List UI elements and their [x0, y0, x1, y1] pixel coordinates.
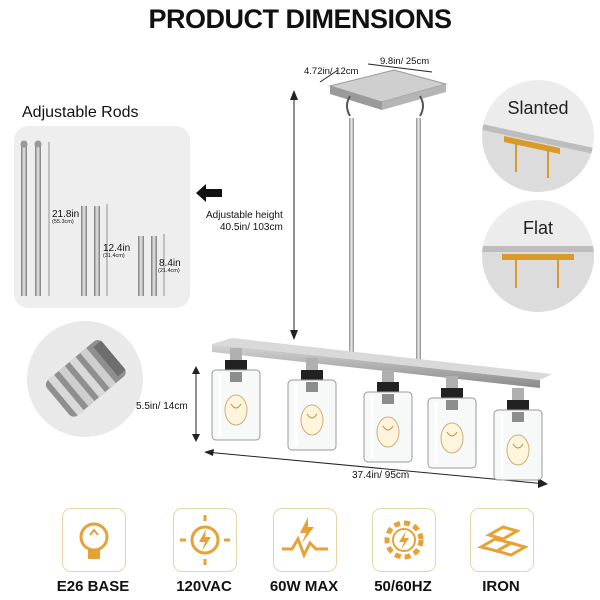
flat-ceiling-icon	[482, 246, 594, 312]
page-title: PRODUCT DIMENSIONS	[148, 4, 452, 34]
sun-bolt-icon	[173, 508, 237, 572]
rods-panel	[14, 126, 190, 308]
lamp-shade	[211, 348, 261, 441]
lamp-shade	[363, 370, 413, 463]
slanted-label: Slanted	[507, 98, 569, 118]
lamp-shade	[287, 358, 337, 451]
wave-bolt-icon	[273, 508, 337, 572]
canopy-depth-label: 4.72in/ 12cm	[304, 66, 359, 77]
rod-connector-closeup	[27, 321, 143, 437]
rods-illustration	[20, 140, 165, 296]
shade-height-label: 5.5in/ 14cm	[136, 401, 188, 412]
rod-long-cm: (55.3cm)	[52, 219, 74, 225]
height-label: Adjustable height	[206, 210, 283, 221]
feature-label: IRON	[482, 578, 520, 595]
flat-label: Flat	[522, 218, 553, 238]
canopy-width-label: 9.8in/ 25cm	[380, 56, 430, 67]
bulb-icon	[62, 508, 126, 572]
rod-short-cm: (21.4cm)	[158, 268, 180, 274]
rods-label: Adjustable Rods	[22, 104, 139, 121]
iron-bars-icon	[470, 508, 534, 572]
feature-label: 50/60HZ	[374, 578, 432, 595]
slanted-ceiling-icon	[482, 124, 594, 192]
feature-label: 120VAC	[176, 578, 232, 595]
feature-label: E26 BASE	[56, 578, 130, 595]
slanted-ceiling-option: Slanted	[482, 80, 594, 192]
gear-bolt-icon	[372, 508, 436, 572]
rod-long-in: 21.8in	[52, 209, 80, 220]
lamp-shade	[427, 376, 477, 469]
total-width-label: 37.4in/ 95cm	[352, 470, 410, 481]
arrow-left-icon	[196, 184, 222, 202]
lamp-shade	[493, 388, 543, 481]
feature-label: 60W MAX	[269, 578, 339, 595]
rod-short-in: 8.4in	[159, 258, 181, 269]
height-value: 40.5in/ 103cm	[220, 222, 283, 233]
rod-mid-cm: (31.4cm)	[103, 253, 125, 259]
rod-mid-in: 12.4in	[103, 243, 131, 254]
flat-ceiling-option: Flat	[482, 200, 594, 312]
